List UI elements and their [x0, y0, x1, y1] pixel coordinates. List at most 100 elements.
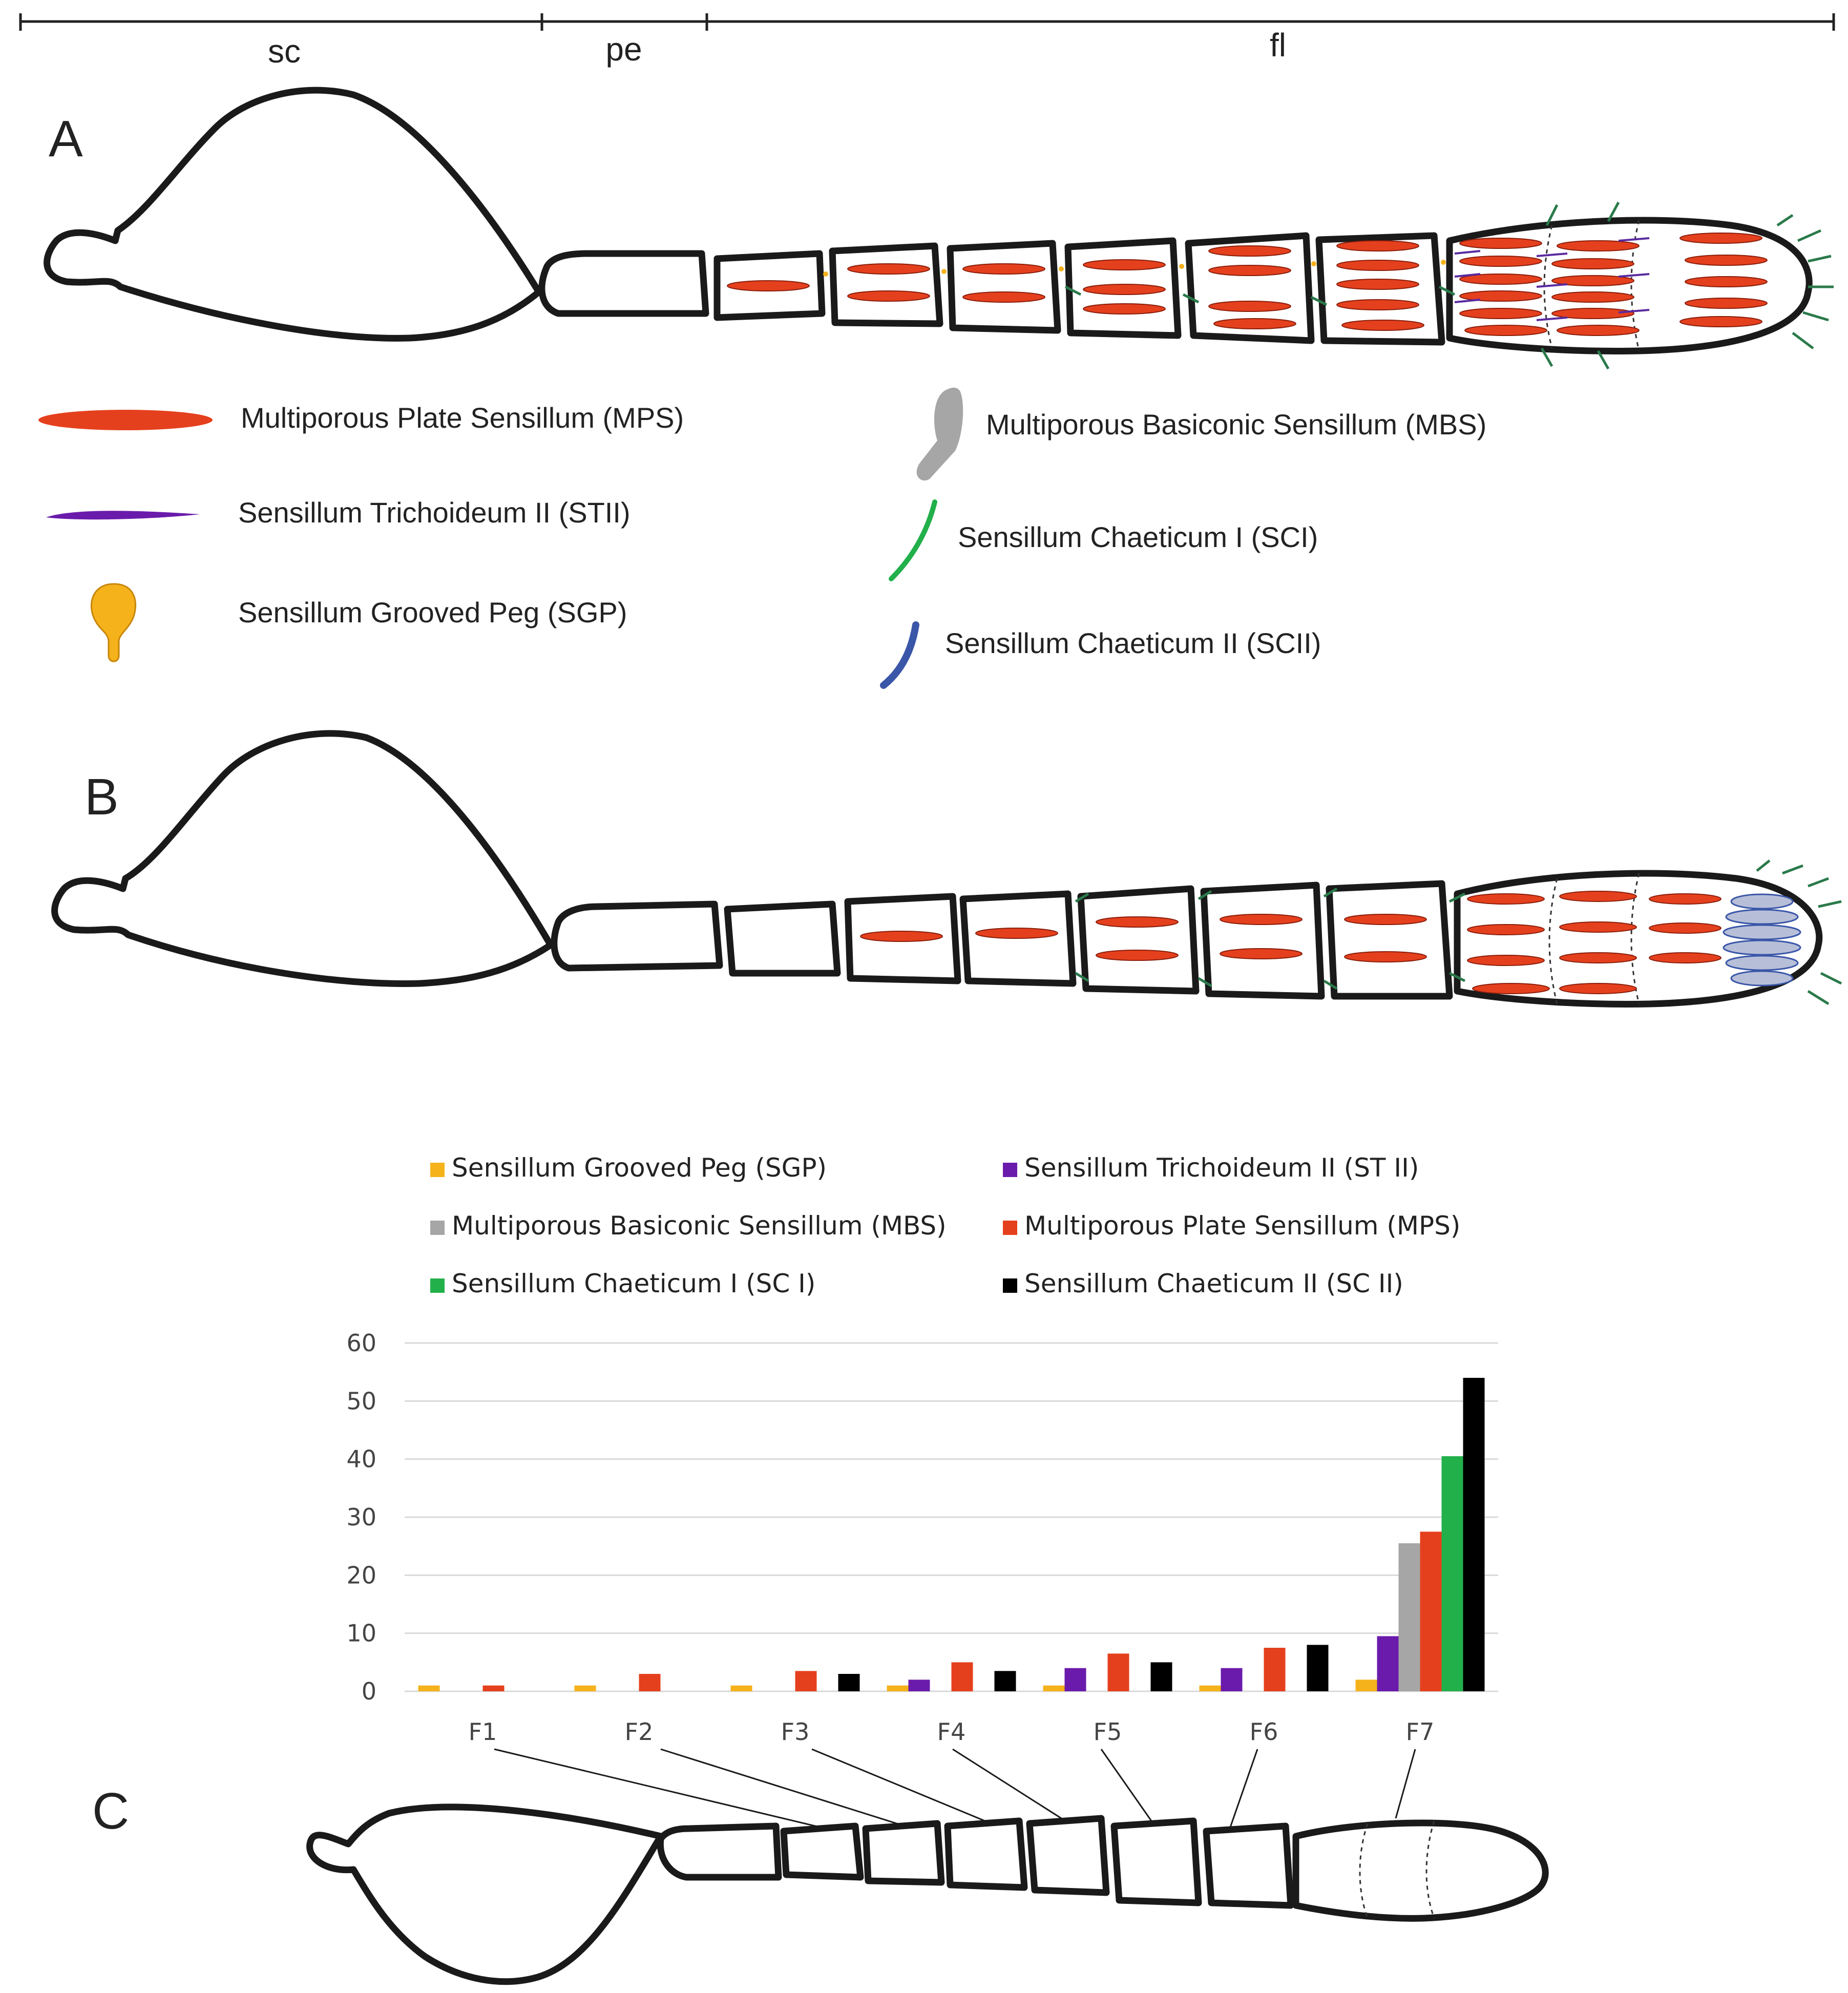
bar-f4-0 [887, 1685, 909, 1691]
mps-marks-b [860, 891, 1721, 994]
y-tick-label: 20 [346, 1561, 376, 1589]
y-tick-label: 60 [346, 1329, 376, 1357]
scape-b [51, 730, 554, 987]
chart-x-axis: F1 F2 F3 F4 F5 F6 F7 [469, 1718, 1435, 1746]
panel-label-a: A [49, 110, 83, 167]
sci-legend-icon [889, 499, 937, 581]
segment-label-pedicel: pe [605, 31, 642, 68]
legend-swatch-mbs [430, 1221, 445, 1235]
legend-sgp-label: Sensillum Grooved Peg (SGP) [238, 596, 627, 628]
chaeticum-marks-b [1075, 859, 1842, 1005]
scape-a [44, 87, 542, 342]
flagellomere-b-1 [724, 900, 841, 977]
bar-f3-3 [795, 1671, 817, 1691]
bar-f4-5 [994, 1671, 1016, 1691]
antenna-diagram-b [51, 730, 1823, 1008]
y-tick-label: 0 [362, 1677, 376, 1705]
y-tick-label: 50 [346, 1387, 376, 1415]
segment-ruler [19, 13, 1835, 31]
flagellomere-c-1 [780, 1822, 864, 1881]
chart-bars [418, 1378, 1485, 1691]
bar-f4-3 [951, 1662, 973, 1691]
x-tick-label-f7: F7 [1406, 1718, 1435, 1746]
segment-label-scape: sc [268, 33, 301, 70]
scape-c [306, 1803, 664, 1985]
chaeticum-marks-a [1064, 201, 1834, 370]
flagellomere-a-2 [829, 242, 943, 327]
bar-f7-5 [1463, 1378, 1485, 1691]
flagellomere-c-6 [1203, 1822, 1294, 1909]
segment-leader-lines [494, 1748, 1416, 1831]
legend-swatch-sci [430, 1278, 445, 1293]
legend-label-sgp: Sensillum Grooved Peg (SGP) [452, 1153, 827, 1183]
club-b [1454, 870, 1823, 1008]
legend-top: Multiporous Plate Sensillum (MPS) Sensil… [38, 387, 1486, 689]
legend-mps-label: Multiporous Plate Sensillum (MPS) [241, 402, 684, 434]
x-tick-label-f6: F6 [1250, 1718, 1278, 1746]
bar-f7-3 [1420, 1532, 1442, 1691]
stii-legend-icon [46, 511, 200, 520]
bar-f6-0 [1199, 1685, 1221, 1691]
pedicel-c [657, 1822, 782, 1881]
flagellomere-c-5 [1110, 1817, 1202, 1906]
x-tick-label-f2: F2 [625, 1718, 654, 1746]
pedicel-b [551, 900, 723, 972]
legend-scii-label: Sensillum Chaeticum II (SCII) [945, 627, 1321, 659]
x-tick-label-f4: F4 [937, 1718, 966, 1746]
legend-sci-label: Sensillum Chaeticum I (SCI) [958, 521, 1318, 553]
antenna-diagram-c [306, 1803, 1549, 1985]
bar-f2-3 [639, 1674, 661, 1691]
legend-swatch-stii [1003, 1163, 1017, 1177]
mbs-legend-icon [916, 387, 963, 481]
legend-swatch-sgp [430, 1163, 445, 1177]
club-c [1292, 1819, 1549, 1922]
y-tick-label: 30 [346, 1503, 376, 1531]
bar-f2-0 [574, 1685, 596, 1691]
mps-marks-a [727, 233, 1768, 336]
legend-swatch-mps [1003, 1221, 1017, 1235]
bar-f5-1 [1064, 1668, 1086, 1691]
scii-legend-icon [880, 621, 919, 689]
flagellomere-c-3 [944, 1817, 1028, 1891]
bar-f3-0 [730, 1685, 752, 1691]
scii-cluster-b [1723, 893, 1801, 987]
bar-f5-0 [1043, 1685, 1065, 1691]
bar-f7-1 [1377, 1636, 1399, 1691]
bar-f7-4 [1441, 1456, 1463, 1691]
bar-f4-1 [908, 1680, 930, 1691]
bar-f5-5 [1150, 1662, 1172, 1691]
flagellomere-c-2 [862, 1820, 945, 1886]
flagellomere-b-6 [1326, 880, 1453, 1000]
flagellomere-c-4 [1026, 1815, 1110, 1896]
y-tick-label: 10 [346, 1620, 376, 1647]
bar-f6-1 [1221, 1668, 1243, 1691]
pedicel-a [538, 250, 709, 317]
flagellomere-b-4 [1077, 885, 1200, 995]
legend-label-scii: Sensillum Chaeticum II (SC II) [1024, 1269, 1403, 1298]
legend-mbs-label: Multiporous Basiconic Sensillum (MBS) [986, 408, 1486, 440]
x-tick-label-f3: F3 [781, 1718, 810, 1746]
legend-label-mbs: Multiporous Basiconic Sensillum (MBS) [452, 1211, 947, 1241]
y-tick-label: 40 [346, 1445, 376, 1473]
bar-f6-5 [1307, 1645, 1329, 1691]
bar-f6-3 [1264, 1648, 1286, 1691]
bar-f7-0 [1355, 1680, 1377, 1691]
chart-y-axis: 0 10 20 30 40 50 60 [346, 1329, 376, 1705]
bar-f7-2 [1398, 1543, 1420, 1691]
legend-stii-label: Sensillum Trichoideum II (STII) [238, 496, 631, 529]
legend-label-sci: Sensillum Chaeticum I (SC I) [452, 1269, 815, 1298]
legend-swatch-scii [1003, 1278, 1017, 1293]
flagellomere-a-3 [947, 240, 1061, 334]
panel-label-b: B [85, 768, 119, 826]
bar-f1-3 [482, 1685, 505, 1691]
legend-label-stii: Sensillum Trichoideum II (ST II) [1024, 1153, 1419, 1183]
bar-f3-5 [838, 1674, 860, 1691]
flagellomere-a-5 [1185, 232, 1315, 344]
x-tick-label-f5: F5 [1094, 1718, 1122, 1746]
panel-label-c: C [92, 1782, 129, 1840]
sgp-legend-icon [90, 583, 137, 662]
sgp-marks-a [823, 260, 1446, 277]
x-tick-label-f1: F1 [469, 1718, 497, 1746]
chart-legend: Sensillum Grooved Peg (SGP) Sensillum Tr… [430, 1153, 1460, 1298]
